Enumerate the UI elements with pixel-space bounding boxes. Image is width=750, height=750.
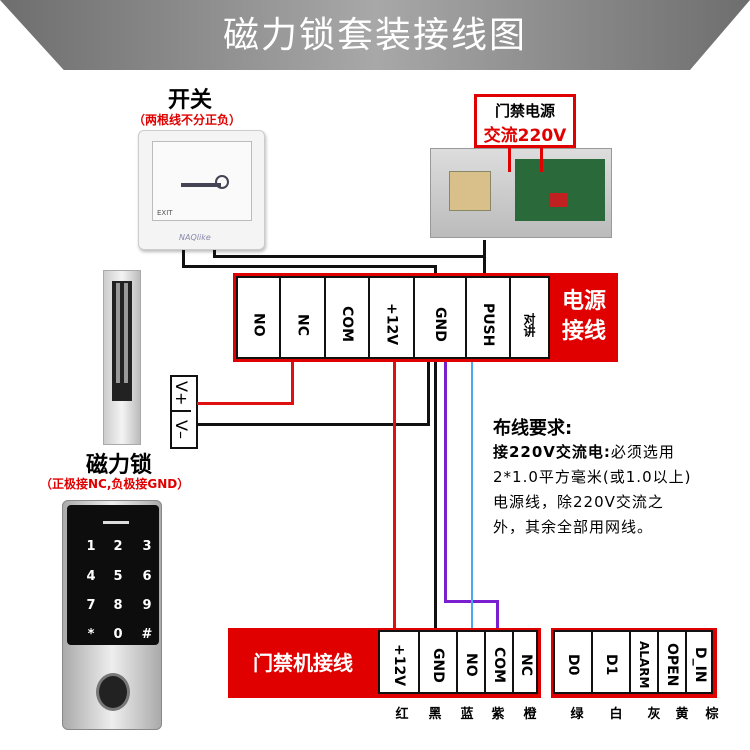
- wiring-requirements: 布线要求: 接220V交流电:必须选用2*1.0平方毫米(或1.0以上)电源线，…: [493, 414, 693, 540]
- fingerprint-icon: [96, 673, 130, 711]
- lock-terminal-vminus: V–: [172, 420, 191, 439]
- controller-terminal-open: OPEN: [659, 632, 687, 692]
- key-2: 2: [113, 539, 123, 554]
- lock-terminals: V+ V–: [170, 375, 198, 449]
- power-supply-image: [430, 148, 612, 238]
- power-terminal-no: NO: [238, 278, 281, 357]
- power-terminal-gnd: GND: [415, 278, 467, 357]
- controller-terminal-block: 门禁机接线 +12V GND NO COM NC: [228, 628, 541, 698]
- controller-terminal-din: D_IN: [692, 647, 708, 683]
- magnetic-lock-title: 磁力锁: [86, 453, 153, 478]
- controller-terminal-nc: NC: [518, 654, 534, 676]
- exit-label: EXIT: [157, 209, 173, 217]
- power-supply-label: 门禁电源 交流220V: [474, 94, 576, 148]
- magnetic-lock-note: （正极接NC,负极接GND）: [40, 477, 190, 491]
- key-5: 5: [113, 569, 123, 584]
- color-label-orange: 橙: [523, 707, 537, 722]
- color-label-white: 白: [609, 707, 623, 722]
- requirements-body: 必须选用2*1.0平方毫米(或1.0以上)电源线，除220V交流之外，其余全部用…: [493, 443, 692, 536]
- key-9: 9: [142, 598, 152, 613]
- power-terminal-com: COM: [326, 278, 370, 357]
- requirements-heading: 布线要求:: [493, 418, 573, 439]
- power-terminal-block: NO NC COM +12V GND PUSH 对讲 电源接线: [233, 273, 618, 362]
- controller-terminal-no: NO: [458, 632, 486, 692]
- key-7: 7: [86, 598, 96, 613]
- controller-terminal-alarm: ALARM: [631, 632, 659, 692]
- color-label-yellow: 黄: [675, 707, 689, 722]
- key-3: 3: [142, 539, 152, 554]
- controller-terminal-12v: +12V: [380, 632, 420, 692]
- exit-switch-note: （两根线不分正负）: [133, 113, 242, 127]
- requirements-lead: 接220V交流电:: [493, 443, 611, 461]
- controller-data-block: D0 D1 ALARM OPEN D_IN: [551, 628, 717, 698]
- key-1: 1: [86, 539, 96, 554]
- color-label-red: 红: [395, 707, 409, 722]
- controller-wiring-label: 门禁机接线: [253, 651, 353, 675]
- controller-terminal-com: COM: [486, 632, 514, 692]
- magnetic-lock-image: [103, 270, 141, 445]
- key-hash: #: [141, 627, 153, 642]
- color-label-green: 绿: [570, 707, 584, 722]
- keypad-image: 1 2 3 4 5 6 7 8 9 * 0 #: [62, 500, 162, 730]
- key-icon: [181, 183, 221, 187]
- key-4: 4: [86, 569, 96, 584]
- power-terminal-intercom: 对讲: [522, 312, 536, 337]
- exit-switch-title: 开关: [168, 88, 213, 113]
- exit-switch-image: EXIT NAQlike: [138, 130, 265, 250]
- power-supply-voltage: 交流220V: [483, 126, 567, 146]
- page-title: 磁力锁套装接线图: [0, 0, 750, 70]
- controller-terminal-gnd: GND: [420, 632, 458, 692]
- color-label-purple: 紫: [491, 707, 505, 722]
- color-label-brown: 棕: [705, 707, 719, 722]
- lock-terminal-vplus: V+: [172, 377, 191, 412]
- color-label-black: 黑: [428, 707, 442, 722]
- color-label-gray: 灰: [647, 707, 661, 722]
- controller-terminal-d1: D1: [593, 632, 631, 692]
- key-6: 6: [142, 569, 152, 584]
- power-terminal-12v: +12V: [370, 278, 415, 357]
- power-terminal-nc: NC: [281, 278, 326, 357]
- brand-logo: NAQlike: [179, 233, 211, 242]
- color-label-blue: 蓝: [460, 707, 474, 722]
- key-0: 0: [113, 627, 123, 642]
- power-supply-title: 门禁电源: [494, 102, 555, 120]
- key-star: *: [87, 627, 95, 642]
- power-wiring-label: 电源接线: [561, 289, 606, 344]
- controller-terminal-d0: D0: [555, 632, 593, 692]
- key-8: 8: [113, 598, 123, 613]
- power-terminal-push: PUSH: [467, 278, 511, 357]
